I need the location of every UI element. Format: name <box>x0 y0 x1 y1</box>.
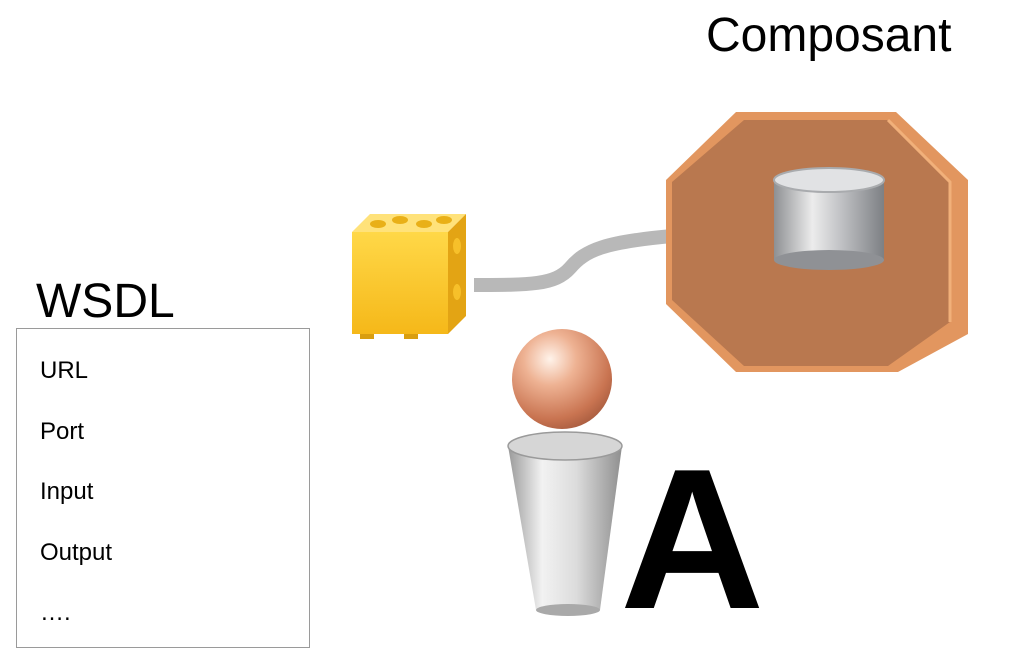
wsdl-panel: URL Port Input Output …. <box>16 328 310 648</box>
wsdl-item-port: Port <box>40 418 85 445</box>
wsdl-item-url: URL <box>40 357 89 384</box>
component-title: Composant <box>706 9 952 62</box>
connector-cable <box>473 229 673 292</box>
database-cylinder-icon <box>773 167 885 270</box>
wsdl-item-more: …. <box>40 599 71 626</box>
lego-cube-icon <box>352 214 466 339</box>
wsdl-item-output: Output <box>40 539 113 566</box>
wsdl-item-input: Input <box>40 478 94 505</box>
wsdl-title: WSDL <box>36 275 175 328</box>
person-figure-icon <box>507 329 623 616</box>
big-letter-a: A <box>620 428 765 651</box>
